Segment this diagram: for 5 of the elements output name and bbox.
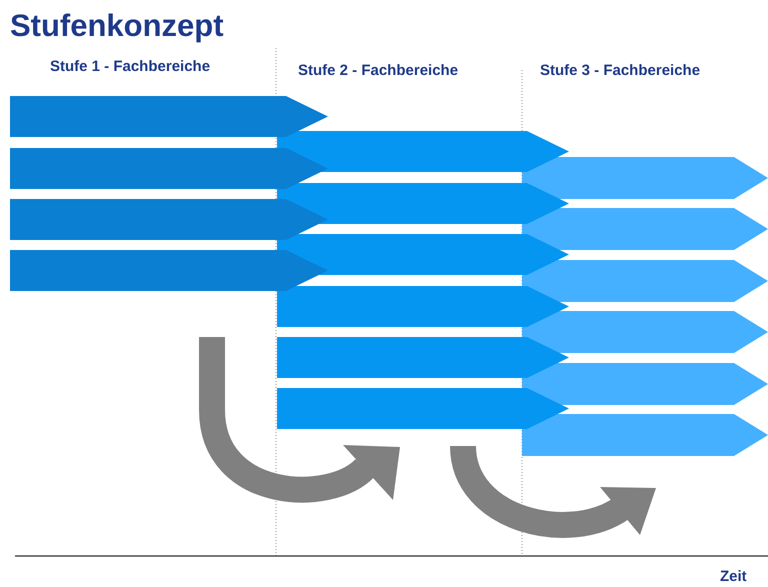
stage-heading: Stufe 3 - Fachbereiche [540, 62, 700, 79]
title: Stufenkonzept [10, 8, 224, 44]
stage-heading: Stufe 2 - Fachbereiche [298, 62, 458, 79]
axis-label: Zeit [720, 568, 747, 585]
stage-heading: Stufe 1 - Fachbereiche [50, 58, 210, 75]
